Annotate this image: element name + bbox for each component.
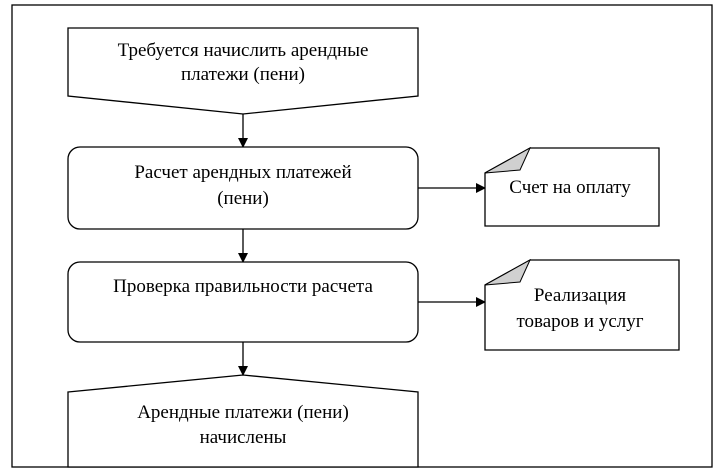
end-event-text-line2: начислены: [200, 427, 287, 448]
document-sales-text-line2: товаров и услуг: [516, 311, 643, 332]
step-verification: Проверка правильности расчета: [67, 261, 419, 343]
start-event: Требуется начислить арендные платежи (пе…: [67, 27, 419, 115]
document-sales: Реализация товаров и услуг: [484, 258, 680, 351]
step-calculation-text-line2: (пени): [217, 188, 269, 209]
step-verification-box: [67, 261, 419, 343]
end-event-shape: [67, 374, 419, 468]
document-sales-fold: [484, 258, 532, 286]
step-calculation: Расчет арендных платежей (пени): [67, 146, 419, 230]
step-calculation-text-line1: Расчет арендных платежей: [134, 162, 351, 183]
document-sales-text-line1: Реализация: [534, 285, 627, 306]
start-event-shape: [67, 27, 419, 115]
document-invoice: Счет на оплату: [484, 146, 660, 227]
start-event-text-line2: платежи (пени): [181, 64, 305, 85]
step-verification-text: Проверка правильности расчета: [113, 276, 373, 297]
document-invoice-fold: [484, 146, 532, 174]
end-event: Арендные платежи (пени) начислены: [67, 374, 419, 468]
document-invoice-text: Счет на оплату: [509, 177, 631, 198]
start-event-text-line1: Требуется начислить арендные: [118, 40, 369, 61]
end-event-text-line1: Арендные платежи (пени): [137, 402, 349, 423]
